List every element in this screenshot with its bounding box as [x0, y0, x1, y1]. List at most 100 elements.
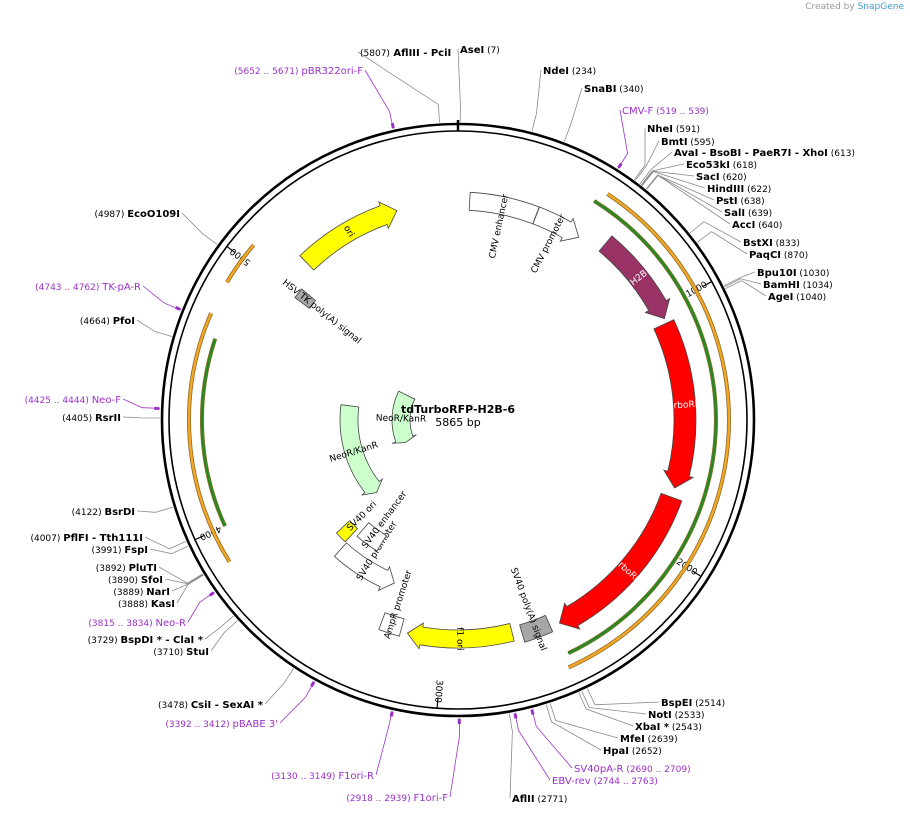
site-position: (3890)	[108, 576, 141, 586]
label-neo-f: (4425 .. 4444) Neo-F	[25, 395, 122, 406]
site-position: (3478)	[158, 701, 191, 711]
plasmid-name: tdTurboRFP-H2B-6	[401, 403, 515, 416]
site-position: (2652)	[629, 747, 662, 757]
leader-label-sv40pa-r	[532, 709, 572, 768]
site-name: RsrII	[95, 413, 121, 424]
label-tk-pa-r: (4743 .. 4762) TK-pA-R	[35, 282, 141, 293]
site-position: (591)	[673, 125, 700, 135]
primer-name: CMV-F	[622, 106, 653, 117]
site-position: (639)	[745, 209, 772, 219]
label-csii-sexai: (3478) CsiI - SexAI *	[158, 700, 264, 711]
label-afliii-pcii: (5807) AflIII - PciI	[360, 48, 451, 59]
primer-range: (3815 .. 3834)	[88, 619, 155, 629]
label-noti: NotI (2533)	[648, 710, 705, 721]
site-position: (613)	[828, 149, 855, 159]
site-name: BmtI	[661, 137, 688, 148]
label-mfei: MfeI (2639)	[620, 734, 678, 745]
label-bpu10i: Bpu10I (1030)	[757, 268, 829, 279]
leader-label-paqci	[697, 232, 747, 254]
leader-label-eco0109i	[182, 213, 217, 244]
feature-label-hsv-tk-polya: HSV TK poly(A) signal	[280, 278, 363, 346]
site-position: (4405)	[62, 414, 95, 424]
site-position: (4122)	[72, 508, 105, 518]
primer-name: Neo-R	[156, 618, 187, 629]
primer-name: F1ori-R	[338, 771, 374, 782]
site-name: NheI	[647, 124, 673, 135]
site-position: (833)	[773, 239, 800, 249]
site-position: (234)	[569, 67, 596, 77]
leader-label-asei	[458, 49, 460, 122]
primer-range: (4425 .. 4444)	[25, 396, 92, 406]
leader-label-snabi	[564, 88, 582, 142]
site-position: (3710)	[153, 648, 186, 658]
label-sfoi: (3890) SfoI	[108, 575, 163, 586]
primer-range: (2744 .. 2763)	[591, 777, 658, 787]
primer-name: F1ori-F	[414, 793, 449, 804]
site-position: (622)	[744, 185, 771, 195]
label-bmti: BmtI (595)	[661, 137, 715, 148]
leader-label-sfoi	[165, 575, 203, 584]
primer-name: TK-pA-R	[101, 282, 141, 293]
site-name: StuI	[186, 647, 209, 658]
credit-prefix: Created by	[805, 2, 855, 12]
site-position: (3991)	[92, 546, 125, 556]
label-rsrii: (4405) RsrII	[62, 413, 121, 424]
label-acci: AccI (640)	[732, 220, 782, 231]
site-name: AflIII	[390, 48, 420, 59]
label-pbr322ori-f: (5652 .. 5671) pBR322ori-F	[234, 66, 363, 77]
site-position: (3889)	[113, 588, 146, 598]
site-name: PflFI - Tth111I	[63, 533, 143, 544]
site-name: AgeI	[768, 292, 793, 303]
site-position: (4987)	[94, 210, 127, 220]
primer-range: (519 .. 539)	[653, 107, 709, 117]
site-position: (3892)	[96, 564, 129, 574]
site-position: (595)	[688, 138, 715, 148]
label-fspi: (3991) FspI	[92, 545, 148, 556]
site-name: AseI	[460, 45, 484, 56]
site-position: (4664)	[80, 317, 113, 327]
label-bspei: BspEI (2514)	[661, 698, 725, 709]
site-name: Eco53kI	[686, 160, 730, 171]
site-name: NarI	[146, 587, 170, 598]
site-position: (5807)	[360, 49, 390, 59]
label-paqci: PaqCI (870)	[749, 250, 808, 261]
label-agei: AgeI (1040)	[768, 292, 826, 303]
primer-name: SV40pA-R	[574, 764, 623, 775]
label-hindiii: HindIII (622)	[707, 184, 771, 195]
primer-name: EBV-rev	[552, 776, 591, 787]
leader-label-f1ori-f	[450, 718, 460, 797]
site-position: (2639)	[645, 735, 678, 745]
site-name: SnaBI	[584, 84, 616, 95]
site-name: SalI	[724, 208, 745, 219]
site-position: (618)	[730, 161, 757, 171]
leader-label-csii-sexai	[265, 669, 294, 705]
leader-label-ebv-rev	[515, 713, 550, 781]
leader-label-pbr322ori-f	[365, 70, 393, 129]
site-name: MfeI	[620, 734, 645, 745]
label-eco0109i: (4987) EcoO109I	[94, 209, 180, 220]
tick-label: 3000	[432, 679, 444, 703]
site-name: AflII	[512, 794, 535, 805]
label-bspdi-clai: (3729) BspDI * - ClaI *	[88, 635, 204, 646]
label-nhei: NheI (591)	[647, 124, 700, 135]
site-position: (870)	[781, 251, 808, 261]
site-name: XbaI *	[635, 722, 670, 733]
site-name: BstXI	[743, 238, 773, 249]
label-bamhi: BamHI (1034)	[763, 280, 833, 291]
site-position: (7)	[484, 46, 500, 56]
leader-label-pfoi	[137, 320, 172, 337]
site-position: (2543)	[669, 723, 702, 733]
leader-label-stui	[211, 621, 238, 652]
leader-label-pbabe-3	[280, 681, 314, 723]
label-ndei: NdeI (234)	[543, 66, 596, 77]
site-name: EcoO109I	[127, 209, 180, 220]
site-position: (2771)	[535, 795, 568, 805]
leader-label-tk-pa-r	[143, 286, 181, 310]
primer-range: (5652 .. 5671)	[234, 67, 301, 77]
credit-brand: SnapGene	[858, 2, 904, 12]
leader-label-saci	[642, 171, 694, 185]
primer-name: pBABE 3'	[232, 719, 278, 730]
neo-green-arrow	[202, 339, 225, 526]
label-neo-r: (3815 .. 3834) Neo-R	[88, 618, 186, 629]
leader-label-cmv-f	[618, 110, 628, 169]
